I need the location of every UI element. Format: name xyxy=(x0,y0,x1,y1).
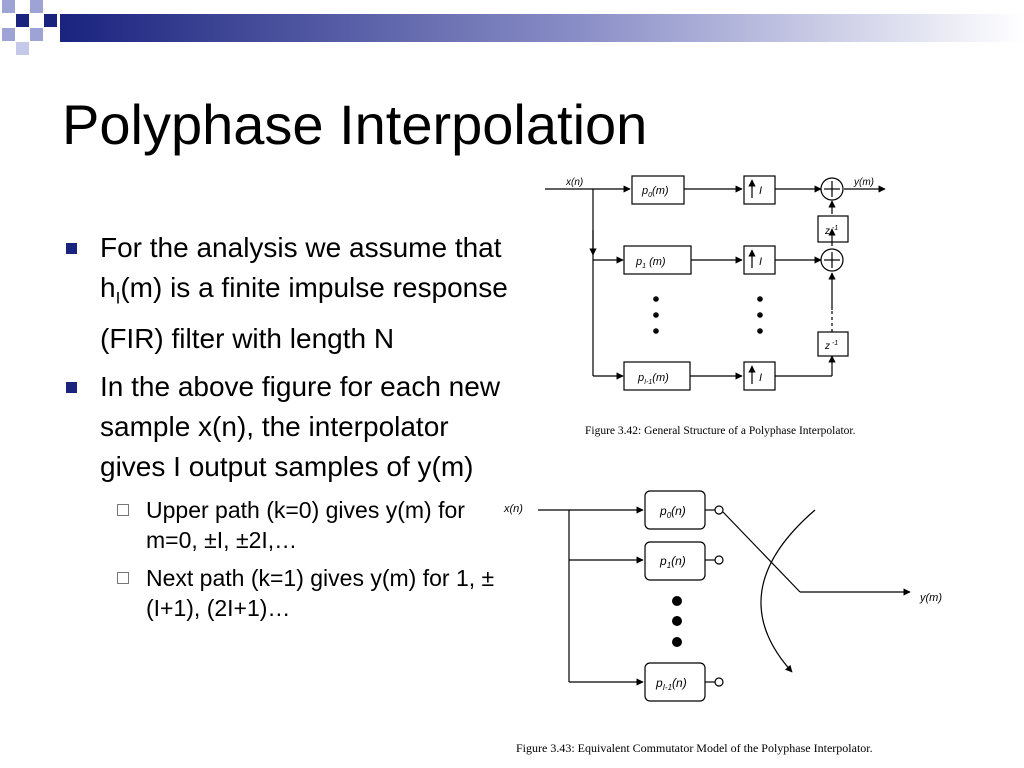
upsampler-label: I xyxy=(759,185,762,197)
polyphase-interpolator-diagram: x(n) y(m) p0(m) p1 (m) pI-1(m) I I I z -… xyxy=(545,175,886,437)
sub-bullet-item: Upper path (k=0) gives y(m) for m=0, ±I,… xyxy=(62,495,512,555)
sub-bullet-item: Next path (k=1) gives y(m) for 1, ±(I+1)… xyxy=(62,563,512,623)
delay-label: z -1 xyxy=(824,225,838,237)
delay-label: z -1 xyxy=(824,340,838,352)
figure-caption: Figure 3.42: General Structure of a Poly… xyxy=(585,425,856,437)
bullet-item: In the above figure for each new sample … xyxy=(62,367,512,487)
ellipsis-dots xyxy=(653,296,763,334)
bullet-text: In the above figure for each new sample … xyxy=(100,370,501,482)
top-decorative-bar xyxy=(2,0,1024,55)
input-label: x(n) xyxy=(565,177,583,188)
sub-bullet-text: Upper path (k=0) gives y(m) for m=0, ±I,… xyxy=(146,496,465,553)
slide-title: Polyphase Interpolation xyxy=(62,93,648,156)
filter-label-last: pI-1(m) xyxy=(637,372,669,386)
filter-label-1: p1 (m) xyxy=(635,256,666,270)
bullet-text-post: (m) is a finite impulse response (FIR) f… xyxy=(100,272,508,354)
upsampler-label: I xyxy=(759,256,762,268)
filter-label-0: p0(m) xyxy=(641,185,669,199)
output-label: y(m) xyxy=(919,592,942,604)
filter-label-0: p0(n) xyxy=(659,504,686,520)
bullet-text-subscript: I xyxy=(115,288,121,308)
bullet-item: For the analysis we assume that hI(m) is… xyxy=(62,228,512,359)
bullet-text-pre: For the analysis we assume that h xyxy=(100,232,502,303)
input-label: x(n) xyxy=(503,503,523,515)
figure-caption: Figure 3.43: Equivalent Commutator Model… xyxy=(516,741,873,755)
filter-label-last: pI-1(n) xyxy=(655,676,687,692)
ellipsis-dots xyxy=(672,596,682,647)
square-bullet-icon xyxy=(66,381,77,393)
bullet-list: For the analysis we assume that hI(m) is… xyxy=(62,228,512,631)
upsampler-label: I xyxy=(759,372,762,384)
hollow-square-bullet-icon xyxy=(117,571,129,584)
hollow-square-bullet-icon xyxy=(117,503,129,516)
square-bullet-icon xyxy=(66,243,77,254)
commutator-model-diagram: x(n) y(m) p0(n) p1(n) pI-1(n) Figure 3.4… xyxy=(503,490,942,755)
output-label: y(m) xyxy=(853,177,874,188)
filter-label-1: p1(n) xyxy=(659,554,686,570)
sub-bullet-text: Next path (k=1) gives y(m) for 1, ±(I+1)… xyxy=(146,564,495,621)
